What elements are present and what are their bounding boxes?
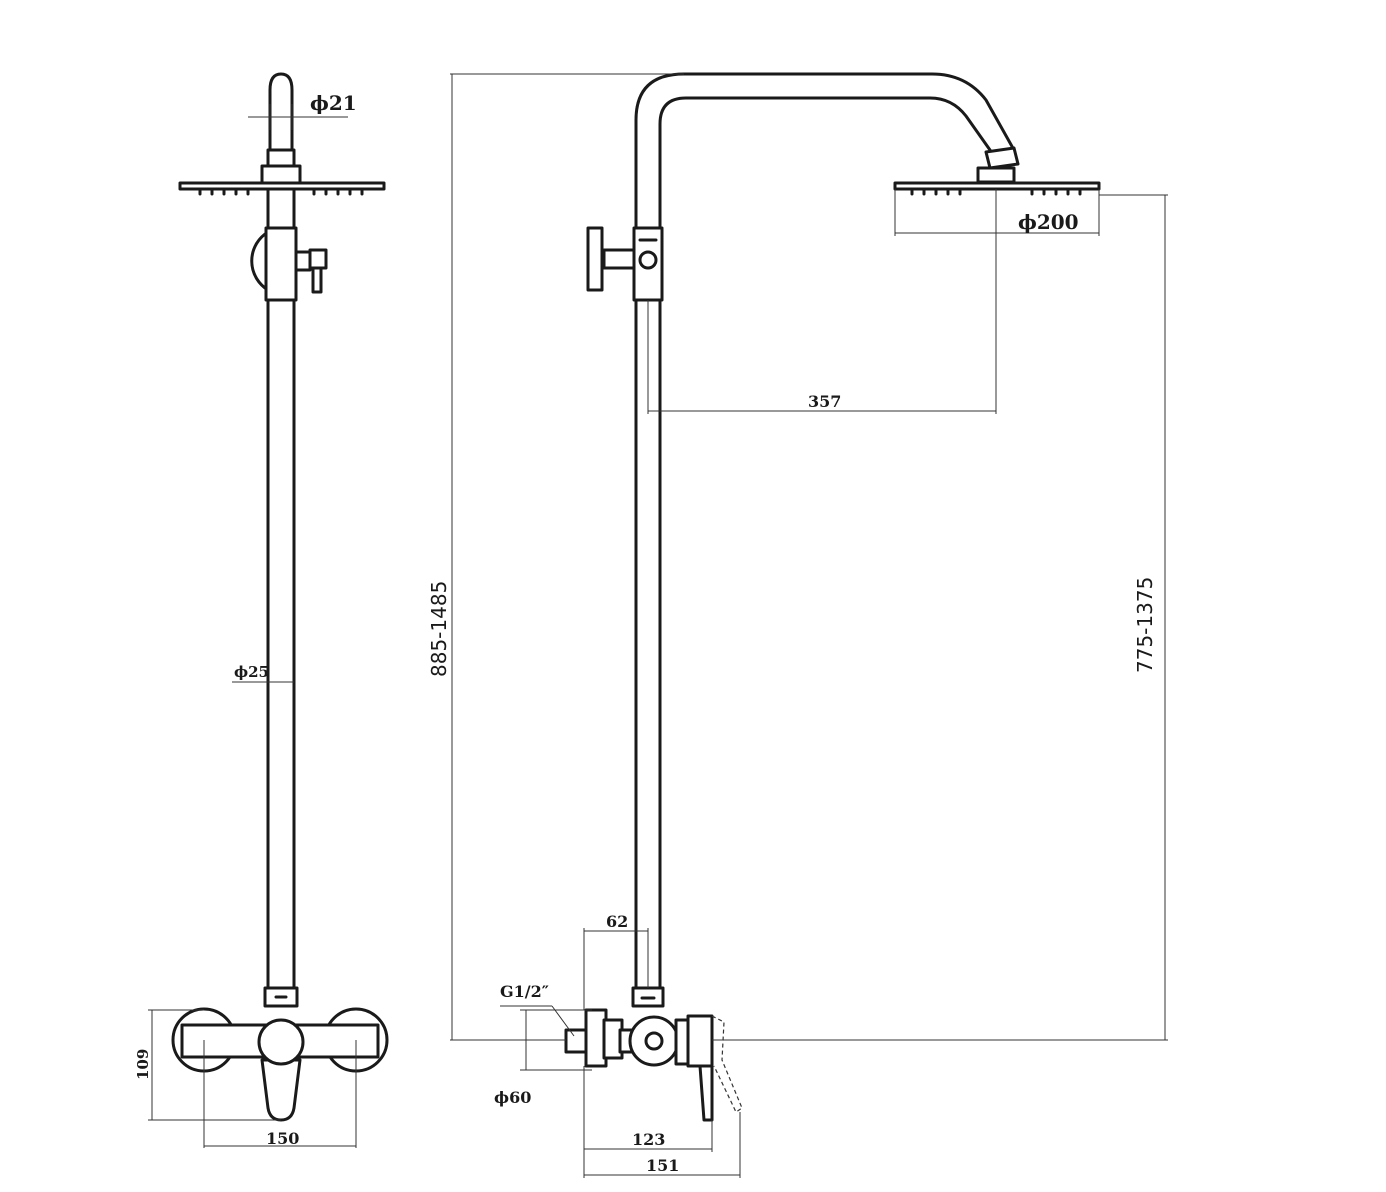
side-lever (698, 1064, 714, 1122)
dim-total-height: 885-1485 (427, 581, 451, 677)
side-nozzles (910, 187, 1082, 196)
front-head-nut (260, 164, 302, 186)
front-main-pipe (266, 298, 296, 990)
side-diverter-stem (602, 248, 636, 270)
side-lever-alt-position (711, 1015, 743, 1113)
front-arm-connector (266, 148, 296, 168)
side-arm-end-nut (984, 146, 1020, 170)
front-diverter-body (264, 226, 298, 302)
side-diverter-pin (638, 250, 658, 270)
dim-offset-62: 62 (606, 912, 628, 931)
dim-body-diameter: ϕ60 (494, 1088, 531, 1107)
side-inlet-pipe (564, 1028, 588, 1054)
dim-arm-reach: 357 (808, 392, 841, 411)
side-main-pipe (634, 298, 662, 990)
front-upper-pipe (266, 187, 296, 231)
front-diverter-stem (294, 250, 312, 272)
dim-depth-151: 151 (646, 1156, 679, 1175)
dim-mixer-height: 109 (134, 1049, 152, 1080)
front-nozzles (198, 187, 364, 196)
side-arm-inner (658, 96, 992, 234)
side-mixer-body-center (644, 1031, 664, 1051)
front-dimensions (148, 104, 357, 1148)
side-head-nut (976, 166, 1016, 184)
side-cartridge-ring (674, 1018, 690, 1066)
dim-head-diameter: ϕ200 (1018, 210, 1079, 234)
front-diverter-cap (250, 230, 270, 292)
front-mixer-handle (260, 1058, 302, 1122)
side-shower-head (893, 181, 1101, 191)
front-view (171, 72, 389, 1122)
side-lever-base (686, 1014, 714, 1068)
front-mixer-knob (257, 1018, 305, 1066)
dim-pipe-diameter: ϕ25 (234, 663, 269, 681)
side-dimensions (450, 73, 1168, 1178)
front-diverter-lever (311, 266, 323, 294)
dim-depth-123: 123 (632, 1130, 665, 1149)
side-view (564, 72, 1101, 1122)
front-arm-stub (268, 72, 294, 152)
dim-head-height: 775-1375 (1133, 577, 1157, 673)
front-diverter-handle-top (308, 248, 328, 270)
side-diverter-handle (586, 226, 604, 292)
side-mixer-body (628, 1015, 680, 1067)
dim-arm-diameter: ϕ21 (310, 91, 357, 115)
dim-mixer-width: 150 (266, 1129, 299, 1148)
dim-thread: G1/2″ (500, 982, 549, 1001)
